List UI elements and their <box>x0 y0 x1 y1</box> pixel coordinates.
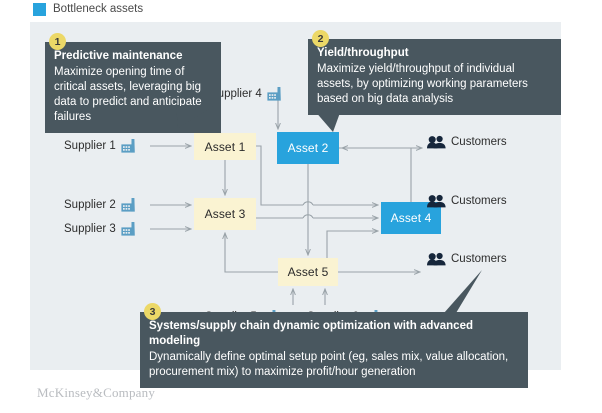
callout-title: Systems/supply chain dynamic optimizatio… <box>149 320 473 347</box>
endpoint-customers-1: Customers <box>427 135 507 149</box>
endpoint-supplier-4: Supplier 4 <box>210 87 283 101</box>
connector-layer <box>150 100 441 305</box>
callout-3-tail <box>444 270 482 313</box>
callout-body: Maximize yield/throughput of individual … <box>317 63 528 105</box>
callout-body: Maximize opening time of critical assets… <box>54 66 202 123</box>
people-icon <box>427 135 446 149</box>
customers-label: Customers <box>451 195 507 207</box>
people-icon <box>427 252 446 266</box>
asset-node-asset-5[interactable]: Asset 5 <box>278 258 338 286</box>
diagram-panel: Asset 1 Asset 2 Asset 3 Asset 4 Asset 5 … <box>30 22 561 388</box>
factory-icon <box>267 87 281 101</box>
callout-title: Yield/throughput <box>317 47 409 59</box>
endpoint-customers-2: Customers <box>427 194 507 208</box>
customers-label: Customers <box>451 253 507 265</box>
callout-1-tail <box>176 106 214 128</box>
factory-icon <box>121 139 135 153</box>
factory-icon <box>121 222 135 236</box>
callout-body: Dynamically define optimal setup point (… <box>149 351 509 378</box>
people-icon <box>427 194 446 208</box>
endpoint-customers-3: Customers <box>427 252 507 266</box>
legend: Bottleneck assets <box>33 3 143 16</box>
callout-badge-2: 2 <box>312 30 329 47</box>
asset-node-asset-1[interactable]: Asset 1 <box>194 133 256 160</box>
asset-label: Asset 2 <box>287 141 329 155</box>
endpoint-supplier-3: Supplier 3 <box>64 222 137 236</box>
supplier-label: Supplier 2 <box>64 199 116 211</box>
callout-yield-throughput[interactable]: Yield/throughput Maximize yield/throughp… <box>308 39 561 115</box>
asset-label: Asset 1 <box>204 139 246 154</box>
callout-systems-supply-chain[interactable]: Systems/supply chain dynamic optimizatio… <box>140 312 528 388</box>
legend-label: Bottleneck assets <box>53 3 144 15</box>
callout-badge-3: 3 <box>144 303 161 320</box>
mckinsey-logo: McKinsey&Company <box>37 385 156 400</box>
asset-node-asset-2[interactable]: Asset 2 <box>277 132 339 164</box>
endpoint-supplier-2: Supplier 2 <box>64 198 137 212</box>
supplier-label: Supplier 1 <box>64 140 116 152</box>
callout-title: Predictive maintenance <box>54 50 183 62</box>
legend-swatch-bottleneck <box>33 3 46 16</box>
factory-icon <box>121 198 135 212</box>
supplier-label: Supplier 3 <box>64 223 116 235</box>
endpoint-supplier-1: Supplier 1 <box>64 139 137 153</box>
asset-label: Asset 4 <box>390 211 432 225</box>
asset-label: Asset 5 <box>287 265 329 279</box>
asset-node-asset-3[interactable]: Asset 3 <box>194 198 256 230</box>
asset-label: Asset 3 <box>204 207 246 221</box>
customers-label: Customers <box>451 136 507 148</box>
callout-2-tail <box>314 110 341 132</box>
supplier-label: Supplier 4 <box>210 88 262 100</box>
callout-badge-1: 1 <box>49 33 66 50</box>
